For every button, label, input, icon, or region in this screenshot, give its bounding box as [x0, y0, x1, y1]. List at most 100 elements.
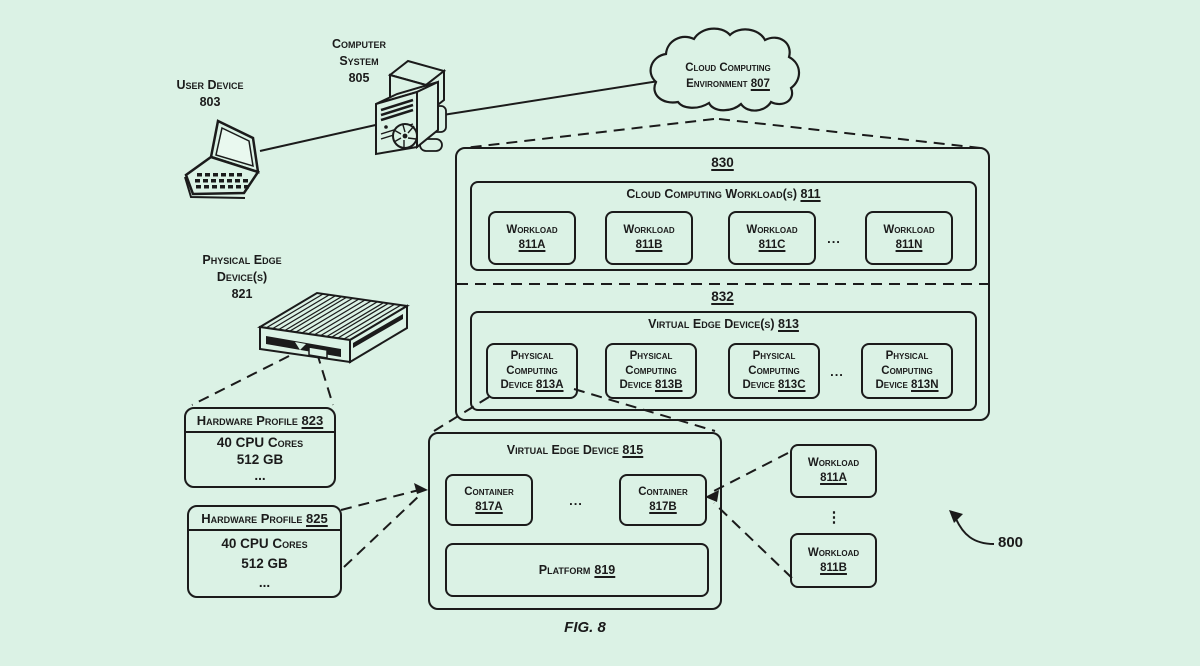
- workload-ref: 811B: [635, 239, 663, 251]
- hp-ref: 823: [301, 413, 324, 428]
- container-817b-box: Container 817B: [619, 474, 707, 526]
- pcd-label: Physical Computing Device: [500, 349, 558, 392]
- pcd-label: Physical Computing Device: [875, 349, 933, 392]
- computer-system-text: Computer System: [331, 37, 387, 68]
- ved-815-title-text: Virtual Edge Device: [506, 443, 619, 457]
- edge-workload-811b-box: Workload 811B: [790, 533, 877, 588]
- pcd-813b-box: Physical Computing Device 813B: [605, 343, 697, 399]
- dash-device-to-hp823-left: [191, 355, 290, 406]
- line-computer-to-cloud: [429, 77, 679, 118]
- pcd-ref: 813N: [911, 379, 939, 392]
- line-laptop-to-computer: [259, 121, 390, 152]
- cloud-environment-box: 830 Cloud Computing Workload(s) 811 Work…: [455, 147, 990, 421]
- platform-label: Platform: [538, 562, 591, 577]
- hardware-profile-823-box: Hardware Profile 823 40 CPU Cores 512 GB…: [184, 407, 336, 488]
- figure-ref-800-text: 800: [998, 534, 1024, 551]
- section-830-label: 830: [457, 155, 988, 170]
- container-label: Container: [464, 486, 514, 499]
- virtual-edge-device-815-box: Virtual Edge Device 815 Container 817A .…: [428, 432, 722, 610]
- pcd-813c-box: Physical Computing Device 813C: [728, 343, 820, 399]
- pcd-ref: 813B: [655, 379, 683, 392]
- computer-tower-icon: [375, 59, 447, 156]
- cloud-workloads-title-ref: 811: [800, 187, 821, 201]
- dash-cloud-to-box-right: [718, 118, 982, 149]
- platform-819-box: Platform 819: [445, 543, 709, 597]
- ved-815-title-ref: 815: [622, 443, 644, 457]
- cloud-shape: [649, 27, 801, 112]
- cloud-workloads-title-text: Cloud Computing Workload(s): [626, 187, 797, 201]
- hp-spec-line: 40 CPU Cores: [221, 536, 308, 552]
- container-817a-box: Container 817A: [445, 474, 533, 526]
- pcd-813n-box: Physical Computing Device 813N: [861, 343, 953, 399]
- containers-ellipsis: ...: [556, 474, 596, 526]
- computer-system-ref: 805: [348, 70, 370, 85]
- solid-connectors: [259, 77, 679, 152]
- workload-label: Workload: [506, 224, 558, 237]
- section-830-ref: 830: [711, 155, 734, 170]
- dash-workload811a-to-817b: [711, 452, 789, 493]
- workload-label: Workload: [746, 224, 798, 237]
- hardware-profile-825-body: 40 CPU Cores 512 GB ...: [189, 531, 340, 596]
- physical-edge-device-text: Physical Edge Device(s): [202, 253, 282, 284]
- cloud-workloads-box: Cloud Computing Workload(s) 811 Workload…: [470, 181, 977, 271]
- cloud-label: Cloud Computing Environment 807: [664, 60, 792, 92]
- user-device-ref: 803: [199, 94, 221, 109]
- cloud-text: Cloud Computing Environment: [685, 62, 771, 91]
- physical-edge-device-label: Physical Edge Device(s) 821: [192, 252, 292, 303]
- figure-caption: FIG. 8: [525, 619, 645, 636]
- pcd-813a-box: Physical Computing Device 813A: [486, 343, 578, 399]
- pcd-ref: 813A: [536, 379, 564, 392]
- virtual-edge-devices-title: Virtual Edge Device(s) 813: [472, 317, 975, 331]
- workload-ref: 811A: [820, 472, 847, 484]
- pcd-ref: 813C: [778, 379, 806, 392]
- pcd-label: Physical Computing Device: [742, 349, 800, 392]
- workload-label: Workload: [807, 457, 860, 470]
- hp-spec-line: 40 CPU Cores: [216, 435, 304, 451]
- workload-label: Workload: [807, 546, 860, 559]
- cloud-workloads-title: Cloud Computing Workload(s) 811: [472, 187, 975, 201]
- container-ref: 817A: [475, 501, 503, 513]
- ved-title-ref: 813: [778, 317, 799, 331]
- ellipsis-text: ...: [569, 492, 583, 508]
- vdots-text: ⋮: [826, 508, 842, 526]
- workload-ref: 811A: [518, 239, 546, 251]
- pcd-label: Physical Computing Device: [619, 349, 677, 392]
- figure-ref-800: 800: [998, 534, 1023, 551]
- hp-ref: 825: [306, 511, 328, 526]
- workload-label: Workload: [623, 224, 675, 237]
- workload-811b-box: Workload 811B: [605, 211, 693, 265]
- dash-workload811b-to-817b: [713, 502, 793, 579]
- arrowhead-into-container-817b: [705, 490, 719, 502]
- computer-system-label: Computer System 805: [319, 36, 399, 87]
- dash-hp825-to-ved-upper: [340, 489, 420, 511]
- workload-label: Workload: [883, 224, 935, 237]
- dash-cloud-to-box-left: [463, 118, 715, 149]
- workload-ref: 811C: [758, 239, 786, 251]
- workload-ref: 811B: [820, 561, 847, 574]
- workload-ref: 811N: [895, 239, 923, 251]
- user-device-label: User Device 803: [158, 77, 262, 111]
- user-device-text: User Device: [176, 78, 244, 92]
- hp-title: Hardware Profile: [201, 511, 303, 526]
- workload-811a-box: Workload 811A: [488, 211, 576, 265]
- ved-title-text: Virtual Edge Device(s): [648, 317, 775, 331]
- ref-800-leader-line: [955, 518, 995, 545]
- workload-811n-box: Workload 811N: [865, 211, 953, 265]
- arrowhead-into-ved: [414, 483, 428, 494]
- cloud-ref: 807: [750, 78, 770, 91]
- dash-813a-to-ved-left: [433, 396, 490, 432]
- laptop-icon: [184, 119, 260, 199]
- edge-workloads-vertical-dots: ⋮: [824, 506, 844, 528]
- hp-spec-line: 512 GB: [236, 451, 284, 467]
- hardware-profile-825-box: Hardware Profile 825 40 CPU Cores 512 GB…: [187, 505, 342, 598]
- dash-device-to-hp823-right: [316, 352, 334, 406]
- arrowhead-800: [949, 510, 963, 523]
- workloads-ellipsis: ...: [812, 211, 856, 265]
- ellipsis-text: ...: [827, 230, 841, 246]
- dash-hp825-to-ved-lower: [343, 494, 421, 568]
- workload-811c-box: Workload 811C: [728, 211, 816, 265]
- hp-spec-ellipsis: ...: [258, 575, 271, 591]
- hardware-profile-823-body: 40 CPU Cores 512 GB ...: [186, 433, 334, 486]
